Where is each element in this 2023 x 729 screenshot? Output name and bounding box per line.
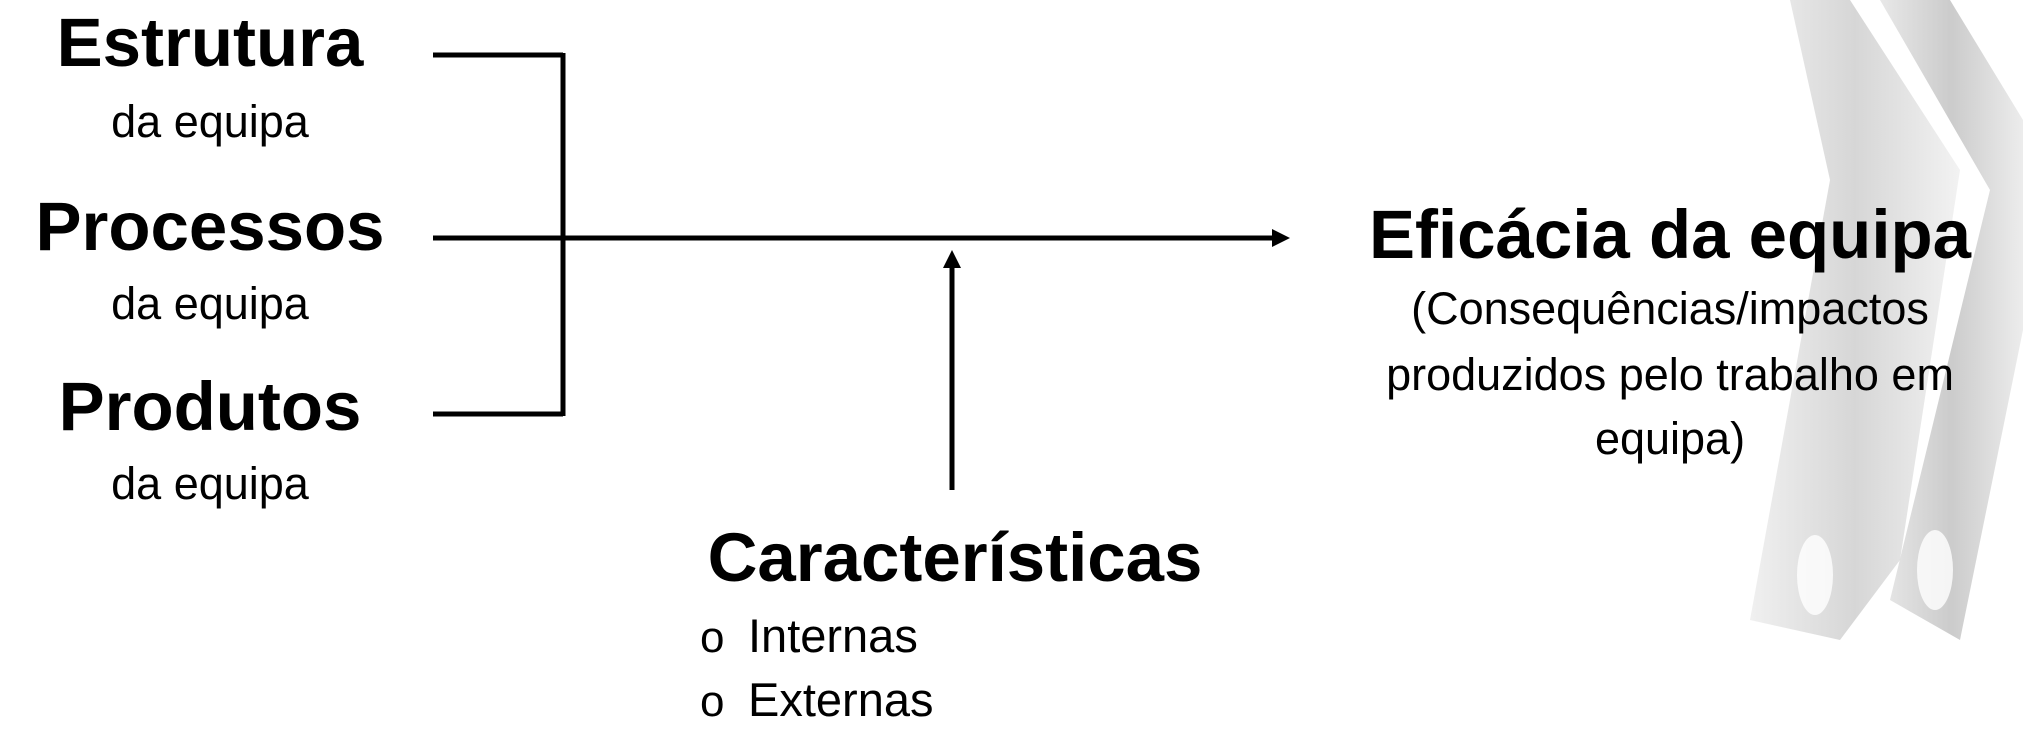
input-title-processos: Processos — [35, 188, 385, 265]
main-arrow-head — [1272, 229, 1290, 247]
input-subtitle-processos: da equipa — [111, 278, 309, 329]
moderator-arrow-head — [943, 250, 961, 268]
decor-stroke-2 — [1880, 0, 2023, 640]
outcome-description-line-2: produzidos pelo trabalho em — [1386, 349, 1954, 400]
outcome-description-line-1: (Consequências/impactos — [1411, 283, 1929, 334]
input-title-produtos: Produtos — [58, 368, 362, 445]
moderator-title: Características — [707, 519, 1203, 596]
input-subtitle-estrutura: da equipa — [111, 96, 309, 147]
bullet-symbol: o — [700, 613, 725, 662]
moderator-item-internas: o Internas — [700, 608, 918, 666]
moderator-item-label: Internas — [748, 609, 918, 662]
decor-stroke-1 — [1750, 0, 1960, 640]
bullet-symbol: o — [700, 677, 725, 726]
input-subtitle-produtos: da equipa — [111, 458, 309, 509]
input-title-estrutura: Estrutura — [56, 4, 364, 81]
moderator-item-externas: o Externas — [700, 672, 933, 729]
decor-hole-2 — [1917, 530, 1953, 610]
moderator-item-label: Externas — [748, 673, 934, 726]
outcome-description-line-3: equipa) — [1594, 413, 1746, 464]
outcome-title: Eficácia da equipa — [1368, 196, 1972, 273]
decor-hole-1 — [1797, 535, 1833, 615]
